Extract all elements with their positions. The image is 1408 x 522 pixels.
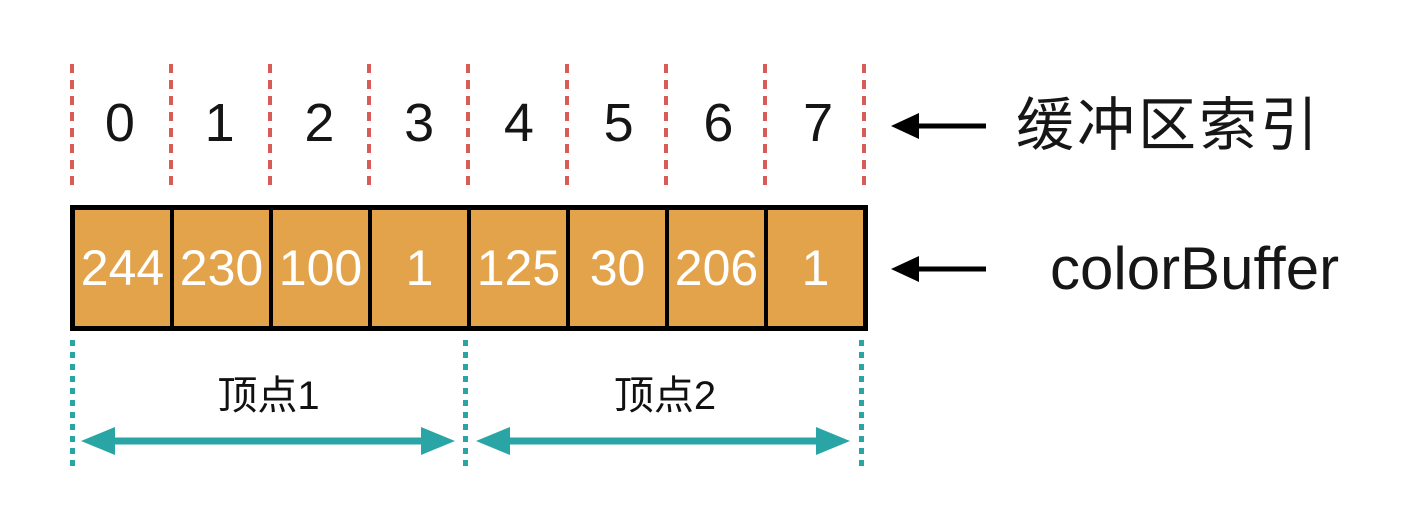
index-divider-line — [664, 64, 668, 188]
vertex2-span-arrow-icon — [476, 427, 850, 455]
buffer-index-2: 2 — [304, 93, 335, 153]
buffer-cell-6: 206 — [669, 210, 768, 326]
index-divider-line — [169, 64, 173, 188]
vertex-boundary-line — [463, 340, 468, 468]
left-arrow-icon — [891, 113, 986, 139]
buffer-name-label: colorBuffer — [1050, 235, 1340, 302]
vertex2-label: 顶点2 — [613, 374, 717, 418]
buffer-cell-7: 1 — [768, 210, 863, 326]
buffer-cell-4: 125 — [471, 210, 570, 326]
vertex-boundary-line — [859, 340, 864, 468]
buffer-index-0: 0 — [104, 93, 135, 153]
index-divider-line — [862, 64, 866, 188]
vertex1-span-arrow-icon — [81, 427, 455, 455]
index-divider-line — [565, 64, 569, 188]
buffer-cell-3: 1 — [372, 210, 471, 326]
buffer-cell-0: 244 — [75, 210, 174, 326]
buffer-index-7: 7 — [803, 93, 834, 153]
vertex1-label: 顶点1 — [217, 374, 320, 418]
index-divider-line — [268, 64, 272, 188]
buffer-index-1: 1 — [204, 93, 235, 153]
buffer-index-row: 0 1 2 3 4 5 6 7 — [70, 93, 868, 153]
buffer-index-3: 3 — [404, 93, 435, 153]
index-divider-line — [70, 64, 74, 188]
buffer-index-6: 6 — [703, 93, 734, 153]
buffer-index-5: 5 — [603, 93, 634, 153]
index-divider-line — [466, 64, 470, 188]
buffer-cell-1: 230 — [174, 210, 273, 326]
buffer-cell-2: 100 — [273, 210, 372, 326]
buffer-index-4: 4 — [503, 93, 534, 153]
index-row-label: 缓冲区索引 — [1016, 93, 1322, 158]
left-arrow-icon — [891, 256, 986, 282]
vertex-boundary-line — [70, 340, 75, 468]
index-divider-line — [763, 64, 767, 188]
index-divider-line — [367, 64, 371, 188]
color-buffer-box: 244 230 100 1 125 30 206 1 — [70, 205, 868, 331]
buffer-cell-5: 30 — [570, 210, 669, 326]
